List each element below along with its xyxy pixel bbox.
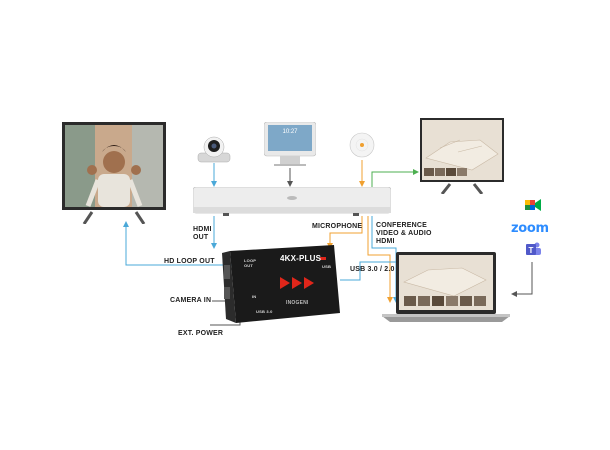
label-camera-in: CAMERA IN: [170, 297, 212, 304]
ceiling-microphone-icon: [349, 132, 375, 158]
device-brand-logo: INOGENI: [286, 300, 309, 306]
laptop: [382, 252, 510, 324]
tv-left-graphic: [62, 122, 166, 225]
tv-left: [62, 120, 166, 225]
tv-right: [420, 118, 504, 195]
label-hdmi-out: HDMI OUT: [193, 226, 212, 242]
meet-icon: [525, 197, 541, 213]
device-port-usb: USB: [322, 264, 332, 269]
inogeni-device: 4KX-PLUS INOGENI LOOP OUT USB IN USB 3.0: [222, 243, 344, 325]
line-apps-to-laptop: [511, 262, 533, 297]
label-usb: USB 3.0 / 2.0: [350, 266, 395, 273]
label-conference-line2: VIDEO & AUDIO: [376, 230, 432, 237]
device-port-loop-line1: LOOP: [244, 258, 257, 263]
device-port-usb-bottom: USB 3.0: [256, 309, 273, 314]
device-port-loop-line2: OUT: [244, 263, 254, 268]
line-loop-out-to-tv: [123, 221, 232, 266]
device-port-in: IN: [252, 294, 257, 299]
device-port-loop: LOOP OUT: [244, 258, 256, 268]
line-bar-to-tv-right: [371, 169, 419, 188]
device-model: 4KX-PLUS: [280, 254, 322, 263]
svg-text:T: T: [529, 246, 534, 255]
label-conference-line3: HDMI: [376, 238, 395, 245]
line-conference-orange: [367, 216, 393, 303]
video-bar: [192, 186, 392, 216]
touch-panel-time: 10:27: [282, 129, 298, 135]
touch-panel-icon: 10:27: [263, 121, 317, 166]
zoom-logo: zoom: [511, 221, 549, 236]
label-hdmi-out-line1: HDMI: [193, 226, 212, 233]
label-hdmi-out-line2: OUT: [193, 234, 209, 241]
line-microphone: [327, 216, 363, 249]
teams-icon: T: [525, 241, 541, 257]
label-microphone: MICROPHONE: [312, 223, 363, 230]
label-hd-loop-out: HD LOOP OUT: [164, 258, 215, 265]
label-conference: CONFERENCE VIDEO & AUDIO HDMI: [376, 222, 432, 246]
ptz-camera-icon: [196, 135, 232, 163]
label-conference-line1: CONFERENCE: [376, 222, 428, 229]
label-ext-power: EXT. POWER: [178, 330, 224, 337]
